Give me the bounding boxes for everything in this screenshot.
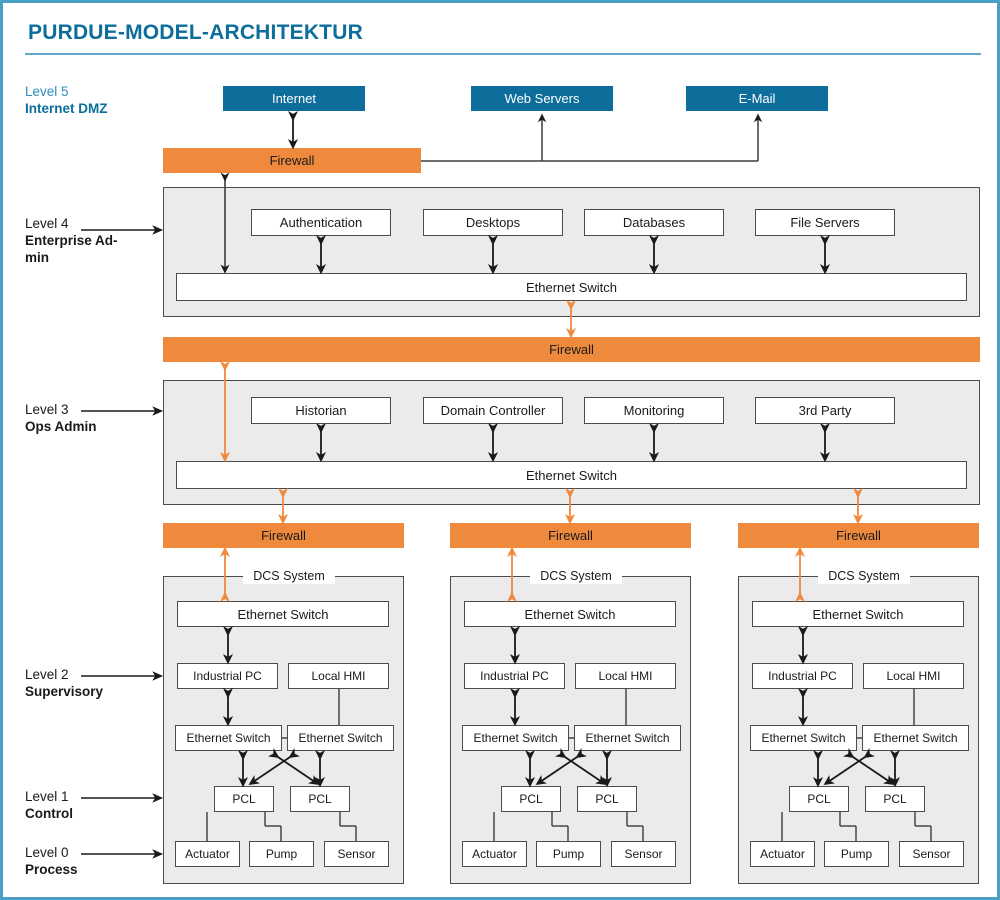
level-label-level4: Level 4 Enterprise Ad- min bbox=[25, 215, 145, 266]
firewall-enterprise-ops[interactable]: Firewall bbox=[163, 337, 980, 362]
dcs-system-3-caption: DCS System bbox=[818, 569, 910, 584]
dcs3-pcl-left[interactable]: PCL bbox=[789, 786, 849, 812]
level1-name: Control bbox=[25, 806, 73, 821]
dcs1-switch-right[interactable]: Ethernet Switch bbox=[287, 725, 394, 751]
dcs1-actuator[interactable]: Actuator bbox=[175, 841, 240, 867]
dcs1-industrial-pc[interactable]: Industrial PC bbox=[177, 663, 278, 689]
level2-number: Level 2 bbox=[25, 667, 69, 682]
dcs2-pump[interactable]: Pump bbox=[536, 841, 601, 867]
level1-number: Level 1 bbox=[25, 789, 69, 804]
dcs2-sensor[interactable]: Sensor bbox=[611, 841, 676, 867]
level-label-level0: Level 0 Process bbox=[25, 844, 145, 878]
dcs2-pcl-left[interactable]: PCL bbox=[501, 786, 561, 812]
dcs1-local-hmi[interactable]: Local HMI bbox=[288, 663, 389, 689]
level3-number: Level 3 bbox=[25, 402, 69, 417]
dcs3-pcl-right[interactable]: PCL bbox=[865, 786, 925, 812]
switch-level4[interactable]: Ethernet Switch bbox=[176, 273, 967, 301]
level-label-level1: Level 1 Control bbox=[25, 788, 145, 822]
dcs2-pcl-right[interactable]: PCL bbox=[577, 786, 637, 812]
level0-name: Process bbox=[25, 862, 78, 877]
dcs2-top-switch[interactable]: Ethernet Switch bbox=[464, 601, 676, 627]
level4-number: Level 4 bbox=[25, 216, 69, 231]
firewall-cell-3[interactable]: Firewall bbox=[738, 523, 979, 548]
dcs2-local-hmi[interactable]: Local HMI bbox=[575, 663, 676, 689]
level2-name: Supervisory bbox=[25, 684, 104, 699]
dcs3-top-switch[interactable]: Ethernet Switch bbox=[752, 601, 964, 627]
dcs3-actuator[interactable]: Actuator bbox=[750, 841, 815, 867]
dcs2-switch-right[interactable]: Ethernet Switch bbox=[574, 725, 681, 751]
dcs2-industrial-pc[interactable]: Industrial PC bbox=[464, 663, 565, 689]
dcs3-switch-right[interactable]: Ethernet Switch bbox=[862, 725, 969, 751]
node-desktops[interactable]: Desktops bbox=[423, 209, 563, 236]
level0-number: Level 0 bbox=[25, 845, 69, 860]
level3-name: Ops Admin bbox=[25, 419, 97, 434]
node-databases[interactable]: Databases bbox=[584, 209, 724, 236]
level-label-level5: Level 5 Internet DMZ bbox=[25, 83, 145, 117]
dcs3-pump[interactable]: Pump bbox=[824, 841, 889, 867]
dcs1-switch-left[interactable]: Ethernet Switch bbox=[175, 725, 282, 751]
dcs1-sensor[interactable]: Sensor bbox=[324, 841, 389, 867]
dcs3-sensor[interactable]: Sensor bbox=[899, 841, 964, 867]
node-historian[interactable]: Historian bbox=[251, 397, 391, 424]
firewall-cell-2[interactable]: Firewall bbox=[450, 523, 691, 548]
dcs1-pump[interactable]: Pump bbox=[249, 841, 314, 867]
dcs1-pcl-left[interactable]: PCL bbox=[214, 786, 274, 812]
level5-name: Internet DMZ bbox=[25, 101, 108, 116]
node-internet[interactable]: Internet bbox=[223, 86, 365, 111]
level-label-level2: Level 2 Supervisory bbox=[25, 666, 145, 700]
switch-level3[interactable]: Ethernet Switch bbox=[176, 461, 967, 489]
level-label-level3: Level 3 Ops Admin bbox=[25, 401, 145, 435]
level4-name-cont: min bbox=[25, 250, 50, 265]
node-3rd-party[interactable]: 3rd Party bbox=[755, 397, 895, 424]
level5-number: Level 5 bbox=[25, 84, 69, 99]
firewall-cell-1[interactable]: Firewall bbox=[163, 523, 404, 548]
node-domain-controller[interactable]: Domain Controller bbox=[423, 397, 563, 424]
dcs1-pcl-right[interactable]: PCL bbox=[290, 786, 350, 812]
dcs1-top-switch[interactable]: Ethernet Switch bbox=[177, 601, 389, 627]
node-authentication[interactable]: Authentication bbox=[251, 209, 391, 236]
node-monitoring[interactable]: Monitoring bbox=[584, 397, 724, 424]
dcs-system-2-caption: DCS System bbox=[530, 569, 622, 584]
title-divider bbox=[25, 53, 981, 55]
dcs3-local-hmi[interactable]: Local HMI bbox=[863, 663, 964, 689]
dcs-system-1-caption: DCS System bbox=[243, 569, 335, 584]
dcs2-actuator[interactable]: Actuator bbox=[462, 841, 527, 867]
dcs3-switch-left[interactable]: Ethernet Switch bbox=[750, 725, 857, 751]
dcs3-industrial-pc[interactable]: Industrial PC bbox=[752, 663, 853, 689]
node-email[interactable]: E-Mail bbox=[686, 86, 828, 111]
page-title: PURDUE-MODEL-ARCHITEKTUR bbox=[28, 21, 363, 44]
level4-name: Enterprise Ad- bbox=[25, 233, 118, 248]
firewall-internet-dmz[interactable]: Firewall bbox=[163, 148, 421, 173]
dcs2-switch-left[interactable]: Ethernet Switch bbox=[462, 725, 569, 751]
node-web-servers[interactable]: Web Servers bbox=[471, 86, 613, 111]
node-file-servers[interactable]: File Servers bbox=[755, 209, 895, 236]
